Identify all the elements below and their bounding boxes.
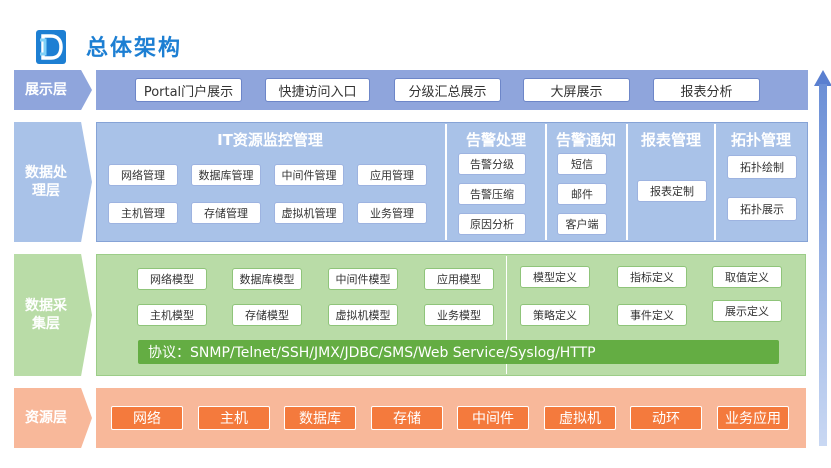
presentation-item: 报表分析 <box>653 78 760 102</box>
resource-item: 虚拟机 <box>544 406 616 430</box>
collection-definition: 取值定义 <box>712 266 782 288</box>
protocol-bar: 协议：SNMP/Telnet/SSH/JMX/JDBC/SMS/Web Serv… <box>138 340 779 364</box>
collection-definition: 指标定义 <box>617 266 687 288</box>
presentation-item: 分级汇总展示 <box>394 78 501 102</box>
divider <box>545 124 547 240</box>
divider <box>506 256 507 374</box>
collection-model: 网络模型 <box>137 268 207 290</box>
collection-definition: 策略定义 <box>520 304 590 326</box>
it-monitoring-item: 主机管理 <box>108 202 178 224</box>
layer-label-resource-text: 资源层 <box>25 410 67 426</box>
collection-definition: 模型定义 <box>520 266 590 288</box>
arrow-up-icon <box>814 70 831 86</box>
alarm-processing-item: 原因分析 <box>458 213 526 235</box>
it-monitoring-item: 虚拟机管理 <box>274 202 344 224</box>
it-monitoring-item: 应用管理 <box>357 164 427 186</box>
collection-model: 业务模型 <box>424 304 494 326</box>
presentation-item: Portal门户展示 <box>135 78 242 102</box>
it-monitoring-item: 业务管理 <box>357 202 427 224</box>
collection-model: 中间件模型 <box>328 268 398 290</box>
alarm-notification-title: 告警通知 <box>555 130 616 149</box>
layer-label-processing-text: 数据处理层 <box>25 164 67 200</box>
layer-label-resource: 资源层 <box>14 388 92 448</box>
it-monitoring-item: 中间件管理 <box>274 164 344 186</box>
resource-item: 数据库 <box>284 406 356 430</box>
alarm-notification-item: 客户端 <box>557 213 607 235</box>
resource-item: 主机 <box>198 406 270 430</box>
resource-item: 网络 <box>111 406 183 430</box>
divider <box>626 124 628 240</box>
divider <box>445 124 447 240</box>
collection-model: 应用模型 <box>424 268 494 290</box>
presentation-item: 大屏展示 <box>523 78 630 102</box>
collection-definition: 事件定义 <box>617 304 687 326</box>
alarm-processing-item: 告警压缩 <box>458 183 526 205</box>
page-title: 总体架构 <box>86 36 183 61</box>
topology-management-item: 拓扑展示 <box>727 197 797 221</box>
resource-item: 业务应用 <box>717 406 789 430</box>
it-monitoring-item: 数据库管理 <box>191 164 261 186</box>
topology-management-item: 拓扑绘制 <box>727 155 797 179</box>
report-management-title: 报表管理 <box>640 130 701 149</box>
resource-item: 动环 <box>630 406 702 430</box>
label-line: 理层 <box>32 183 60 199</box>
alarm-processing-item: 告警分级 <box>458 153 526 175</box>
alarm-processing-title: 告警处理 <box>465 130 526 149</box>
presentation-item: 快捷访问入口 <box>265 78 370 102</box>
collection-model: 主机模型 <box>137 304 207 326</box>
layer-label-presentation-text: 展示层 <box>25 82 67 98</box>
logo-icon <box>36 30 66 64</box>
it-monitoring-item: 存储管理 <box>191 202 261 224</box>
collection-model: 虚拟机模型 <box>328 304 398 326</box>
collection-model: 数据库模型 <box>232 268 302 290</box>
it-monitoring-item: 网络管理 <box>108 164 178 186</box>
alarm-notification-item: 短信 <box>557 153 607 175</box>
divider <box>714 124 716 240</box>
layer-label-collection: 数据采集层 <box>14 254 92 376</box>
label-line: 集层 <box>32 316 60 332</box>
arrow-shaft <box>819 84 827 446</box>
label-line: 数据处 <box>25 165 67 181</box>
layer-label-processing: 数据处理层 <box>14 122 92 242</box>
layer-label-presentation: 展示层 <box>14 70 92 110</box>
collection-model: 存储模型 <box>232 304 302 326</box>
resource-item: 存储 <box>371 406 443 430</box>
resource-item: 中间件 <box>457 406 529 430</box>
report-management-item: 报表定制 <box>637 180 707 202</box>
label-line: 数据采 <box>25 298 67 314</box>
topology-management-title: 拓扑管理 <box>730 130 791 149</box>
it-monitoring-title: IT资源监控管理 <box>217 130 323 149</box>
collection-definition: 展示定义 <box>712 300 782 322</box>
alarm-notification-item: 邮件 <box>557 183 607 205</box>
layer-label-collection-text: 数据采集层 <box>25 297 67 333</box>
